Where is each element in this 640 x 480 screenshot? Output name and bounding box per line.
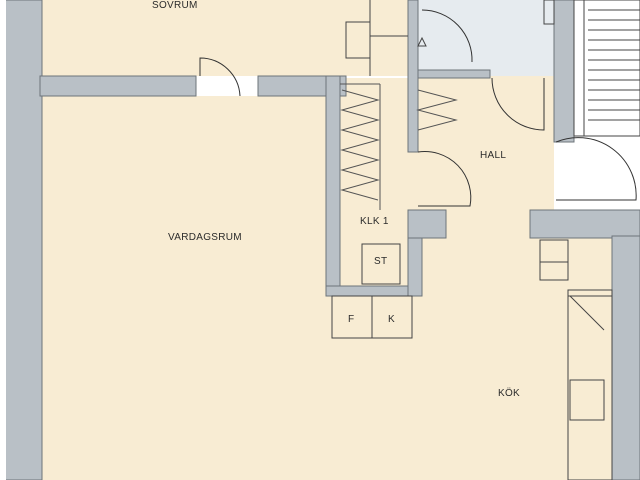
staircase-icon xyxy=(573,0,640,137)
storage-label: ST xyxy=(374,256,387,267)
floor-areas xyxy=(40,0,612,480)
doors xyxy=(199,9,637,207)
wall-klk-step xyxy=(407,235,423,297)
door-swing-icon xyxy=(199,57,241,97)
door-swing-icon xyxy=(417,151,472,207)
fridge-box xyxy=(331,295,373,339)
wall-left-outer xyxy=(3,0,43,480)
kok-floor-top xyxy=(446,210,538,240)
sovrum-label: SOVRUM xyxy=(152,0,198,11)
kok-label: KÖK xyxy=(498,387,520,399)
wall-klk-step-top xyxy=(407,209,447,239)
wall-bath-left xyxy=(407,0,419,153)
bathroom-floor xyxy=(418,0,554,76)
wall-klk-left xyxy=(325,75,341,297)
wardrobe-icon xyxy=(340,83,458,210)
storage-box xyxy=(361,243,401,285)
wall-right-kok xyxy=(611,235,640,480)
freezer-box xyxy=(371,295,413,339)
hall-label: HALL xyxy=(480,150,506,161)
stove-icon xyxy=(569,379,605,421)
stair-frame xyxy=(573,0,640,137)
wall-sovrum-bottom-left xyxy=(39,75,197,97)
door-swing-icon xyxy=(491,77,545,131)
wall-right-top xyxy=(553,0,575,143)
wall-entry-bottom xyxy=(529,209,640,239)
sovrum-floor xyxy=(40,0,412,76)
wall-sovrum-bottom-right xyxy=(257,75,347,97)
wall-bath-bottom xyxy=(417,69,491,79)
freezer-label: K xyxy=(388,314,395,325)
sovrum-furniture xyxy=(345,0,408,76)
wall-left-top xyxy=(0,0,6,480)
door-swing-icon xyxy=(555,137,637,201)
klk-label: KLK 1 xyxy=(360,216,389,227)
fridge-label: F xyxy=(348,314,354,325)
vardagsrum-label: VARDAGSRUM xyxy=(168,232,242,243)
vardagsrum-floor xyxy=(42,96,332,480)
hall-floor xyxy=(418,76,554,214)
kitchen-counter xyxy=(539,239,613,480)
door-swing-icon xyxy=(421,9,473,63)
sink-icon xyxy=(417,0,555,47)
